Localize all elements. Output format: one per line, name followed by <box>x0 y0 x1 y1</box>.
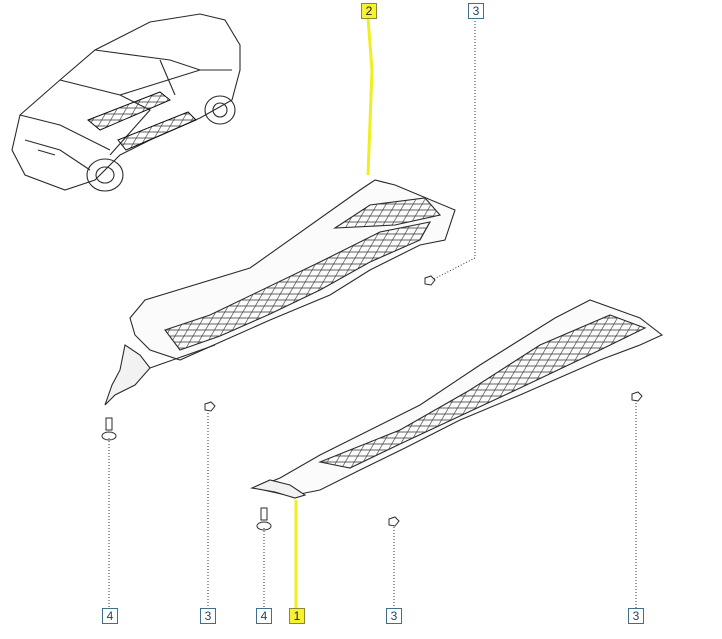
car-underbody-panels <box>87 91 197 151</box>
callout-part-3-center: 3 <box>386 608 402 624</box>
fasteners <box>101 275 643 531</box>
clip-fastener-lower-left <box>256 507 272 531</box>
callout-part-2: 2 <box>361 3 377 19</box>
lower-underbody-panel <box>250 299 664 499</box>
nut-fastener-2 <box>424 275 436 286</box>
nut-fastener-1 <box>204 401 216 412</box>
nut-fastener-4 <box>631 391 643 402</box>
callout-part-4-center: 4 <box>256 608 272 624</box>
callout-part-1: 1 <box>289 608 305 624</box>
callout-part-3-right: 3 <box>628 608 644 624</box>
callout-part-3-left: 3 <box>200 608 216 624</box>
callout-part-3-nut-upper: 3 <box>468 3 484 19</box>
upper-underbody-panel <box>104 179 456 406</box>
clip-fastener-upper-left <box>101 417 117 441</box>
leader-lines <box>108 18 637 608</box>
highlighted-leader-lines <box>294 17 374 608</box>
nut-fastener-3 <box>388 516 400 527</box>
callout-part-4-left: 4 <box>102 608 118 624</box>
car-illustration <box>11 13 241 192</box>
